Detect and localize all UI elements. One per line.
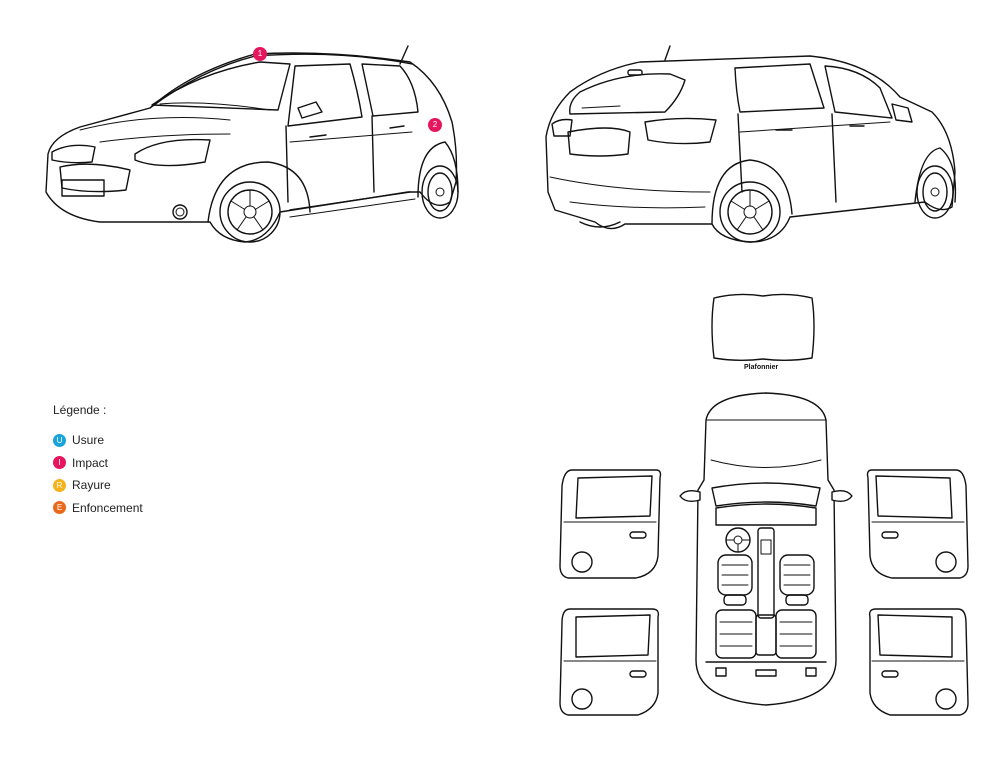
roof-panel-plafonnier[interactable]: [708, 290, 818, 365]
legend-label-usure: Usure: [72, 433, 105, 448]
car-rear-three-quarter-view[interactable]: [540, 42, 965, 257]
door-rear-right[interactable]: [862, 605, 972, 720]
usure-dot-icon: U: [53, 433, 66, 447]
legend-item-enfoncement: E Enfoncement: [53, 497, 143, 520]
impact-marker-1[interactable]: 1: [253, 47, 267, 61]
door-front-left[interactable]: [556, 466, 666, 586]
legend-title: Légende :: [53, 403, 107, 417]
door-front-right[interactable]: [862, 466, 972, 586]
legend-item-usure: U Usure: [53, 429, 143, 452]
legend-label-impact: Impact: [72, 455, 109, 470]
roof-panel-label: Plafonnier: [744, 364, 779, 371]
legend-item-impact: I Impact: [53, 452, 143, 475]
impact-marker-2[interactable]: 2: [428, 118, 442, 132]
car-top-interior-view[interactable]: [676, 390, 856, 710]
legend-item-rayure: R Rayure: [53, 474, 143, 497]
legend-label-rayure: Rayure: [72, 478, 111, 493]
legend: Légende : U Usure I Impact R Rayure E En…: [53, 403, 143, 519]
legend-label-enfoncement: Enfoncement: [72, 500, 143, 515]
impact-dot-icon: I: [53, 456, 66, 470]
door-rear-left[interactable]: [556, 605, 666, 720]
rayure-dot-icon: R: [53, 478, 66, 492]
enfoncement-dot-icon: E: [53, 501, 66, 515]
car-front-three-quarter-view[interactable]: [40, 42, 465, 257]
